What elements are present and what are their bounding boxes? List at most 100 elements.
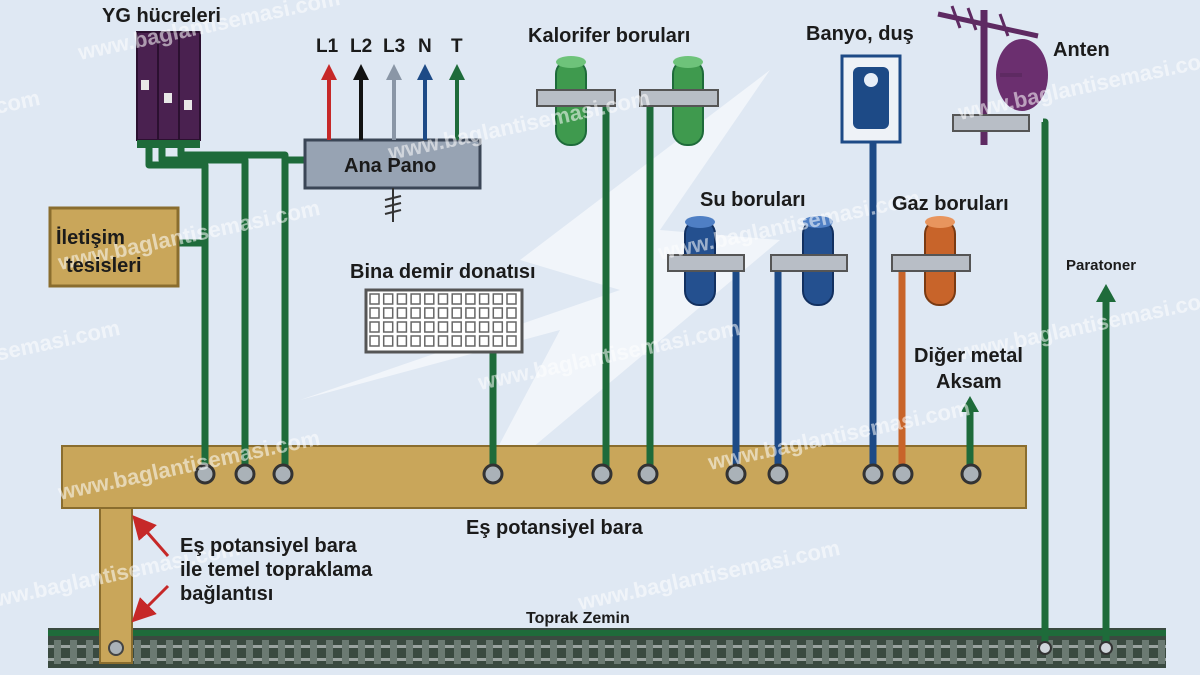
rebar-cell xyxy=(465,307,476,319)
rail-tie xyxy=(470,640,477,664)
label-paratoner: Paratoner xyxy=(1066,257,1136,274)
bar-terminal xyxy=(591,463,613,485)
label-topraklama-1: Eş potansiyel bara xyxy=(180,535,358,557)
rail-tie xyxy=(150,640,157,664)
rail-tie xyxy=(406,640,413,664)
rail-tie xyxy=(342,640,349,664)
rebar-cell xyxy=(382,335,394,347)
rebar-cell xyxy=(478,335,490,347)
rebar-cell xyxy=(424,321,435,333)
label-l1: L1 xyxy=(316,36,339,57)
rebar-cell xyxy=(396,307,408,319)
watermark-text: www.baglantisemasi.com xyxy=(0,315,122,395)
label-topraklama-2: ile temel topraklama xyxy=(180,559,373,581)
rebar-cell xyxy=(369,307,380,319)
rebar-cell xyxy=(410,335,421,347)
rebar-cell xyxy=(506,321,517,333)
rail-tie xyxy=(214,640,221,664)
yg-cells-icon xyxy=(136,31,201,148)
rebar-cell xyxy=(465,321,476,333)
rebar-cell xyxy=(506,307,517,319)
rail-tie xyxy=(726,640,733,664)
rail-tie xyxy=(838,640,845,664)
rail-tie xyxy=(710,640,717,664)
label-diger-2: Aksam xyxy=(936,371,1002,393)
rail-tie xyxy=(886,640,893,664)
rail-tie xyxy=(1110,640,1117,664)
rebar-cell xyxy=(492,293,504,305)
rebar-cell xyxy=(451,335,462,347)
rail-tie xyxy=(1094,640,1101,664)
label-su: Su boruları xyxy=(700,189,806,211)
rail-tie xyxy=(934,640,941,664)
rebar-cell xyxy=(506,335,517,347)
rebar-cell xyxy=(478,293,490,305)
rebar-cell xyxy=(410,321,421,333)
anten-icon xyxy=(937,5,1048,145)
rail-tie xyxy=(166,640,173,664)
label-l2: L2 xyxy=(350,36,372,57)
su-pipes-icon xyxy=(667,216,848,306)
rail-tie xyxy=(518,640,525,664)
label-anten: Anten xyxy=(1053,39,1110,61)
watermark-text: www.baglantisemasi.com xyxy=(575,535,842,615)
rail-tie xyxy=(182,640,189,664)
rail-tie xyxy=(678,640,685,664)
bar-terminal xyxy=(725,463,747,485)
rail-tie xyxy=(982,640,989,664)
bar-terminal xyxy=(862,463,884,485)
ground-bolt xyxy=(1038,641,1052,655)
red-arrow-up xyxy=(132,514,170,557)
watermark-text: www.baglantisemasi.com xyxy=(0,85,42,165)
rail-tie xyxy=(758,640,765,664)
rail-tie xyxy=(278,640,285,664)
rail-tie xyxy=(262,640,269,664)
rail-tie xyxy=(134,640,141,664)
rail-tie xyxy=(1014,640,1021,664)
rail-tie xyxy=(566,640,573,664)
rail-tie xyxy=(614,640,621,664)
rebar-cell xyxy=(465,335,476,347)
rail-tie xyxy=(550,640,557,664)
rail-tie xyxy=(998,640,1005,664)
label-diger-1: Diğer metal xyxy=(914,345,1023,367)
rebar-cell xyxy=(451,321,462,333)
rebar-cell xyxy=(382,321,394,333)
bar-terminal xyxy=(767,463,789,485)
label-l3: L3 xyxy=(383,36,405,57)
rail-tie xyxy=(582,640,589,664)
rail-tie xyxy=(662,640,669,664)
rail-tie xyxy=(438,640,445,664)
rebar-cell xyxy=(437,335,449,347)
arrow-diger-icon xyxy=(961,396,979,412)
rebar-cell xyxy=(492,335,504,347)
rail-tie xyxy=(294,640,301,664)
rail-tie xyxy=(54,640,61,664)
rail-tie xyxy=(310,640,317,664)
rebar-cell xyxy=(396,321,408,333)
rebar-cell xyxy=(369,335,380,347)
bonding-wires xyxy=(145,98,1110,648)
rail-tie xyxy=(1062,640,1069,664)
rail-tie xyxy=(326,640,333,664)
rail-tie xyxy=(630,640,637,664)
rebar-cell xyxy=(382,293,394,305)
rebar-cell xyxy=(410,307,421,319)
bar-terminal xyxy=(637,463,659,485)
water-bonding-wires xyxy=(732,140,877,470)
arrow-paratoner-icon xyxy=(1096,284,1116,302)
rail-tie xyxy=(86,640,93,664)
rail-tie xyxy=(774,640,781,664)
rail-tie xyxy=(646,640,653,664)
label-topraklama-3: bağlantısı xyxy=(180,583,273,605)
rail-tie xyxy=(374,640,381,664)
rebar-cell xyxy=(424,293,435,305)
rebar-cell xyxy=(382,307,394,319)
rail-tie xyxy=(790,640,797,664)
rebar-cell xyxy=(437,321,449,333)
rail-tie xyxy=(454,640,461,664)
bar-terminal xyxy=(482,463,504,485)
rebar-cell xyxy=(451,307,462,319)
